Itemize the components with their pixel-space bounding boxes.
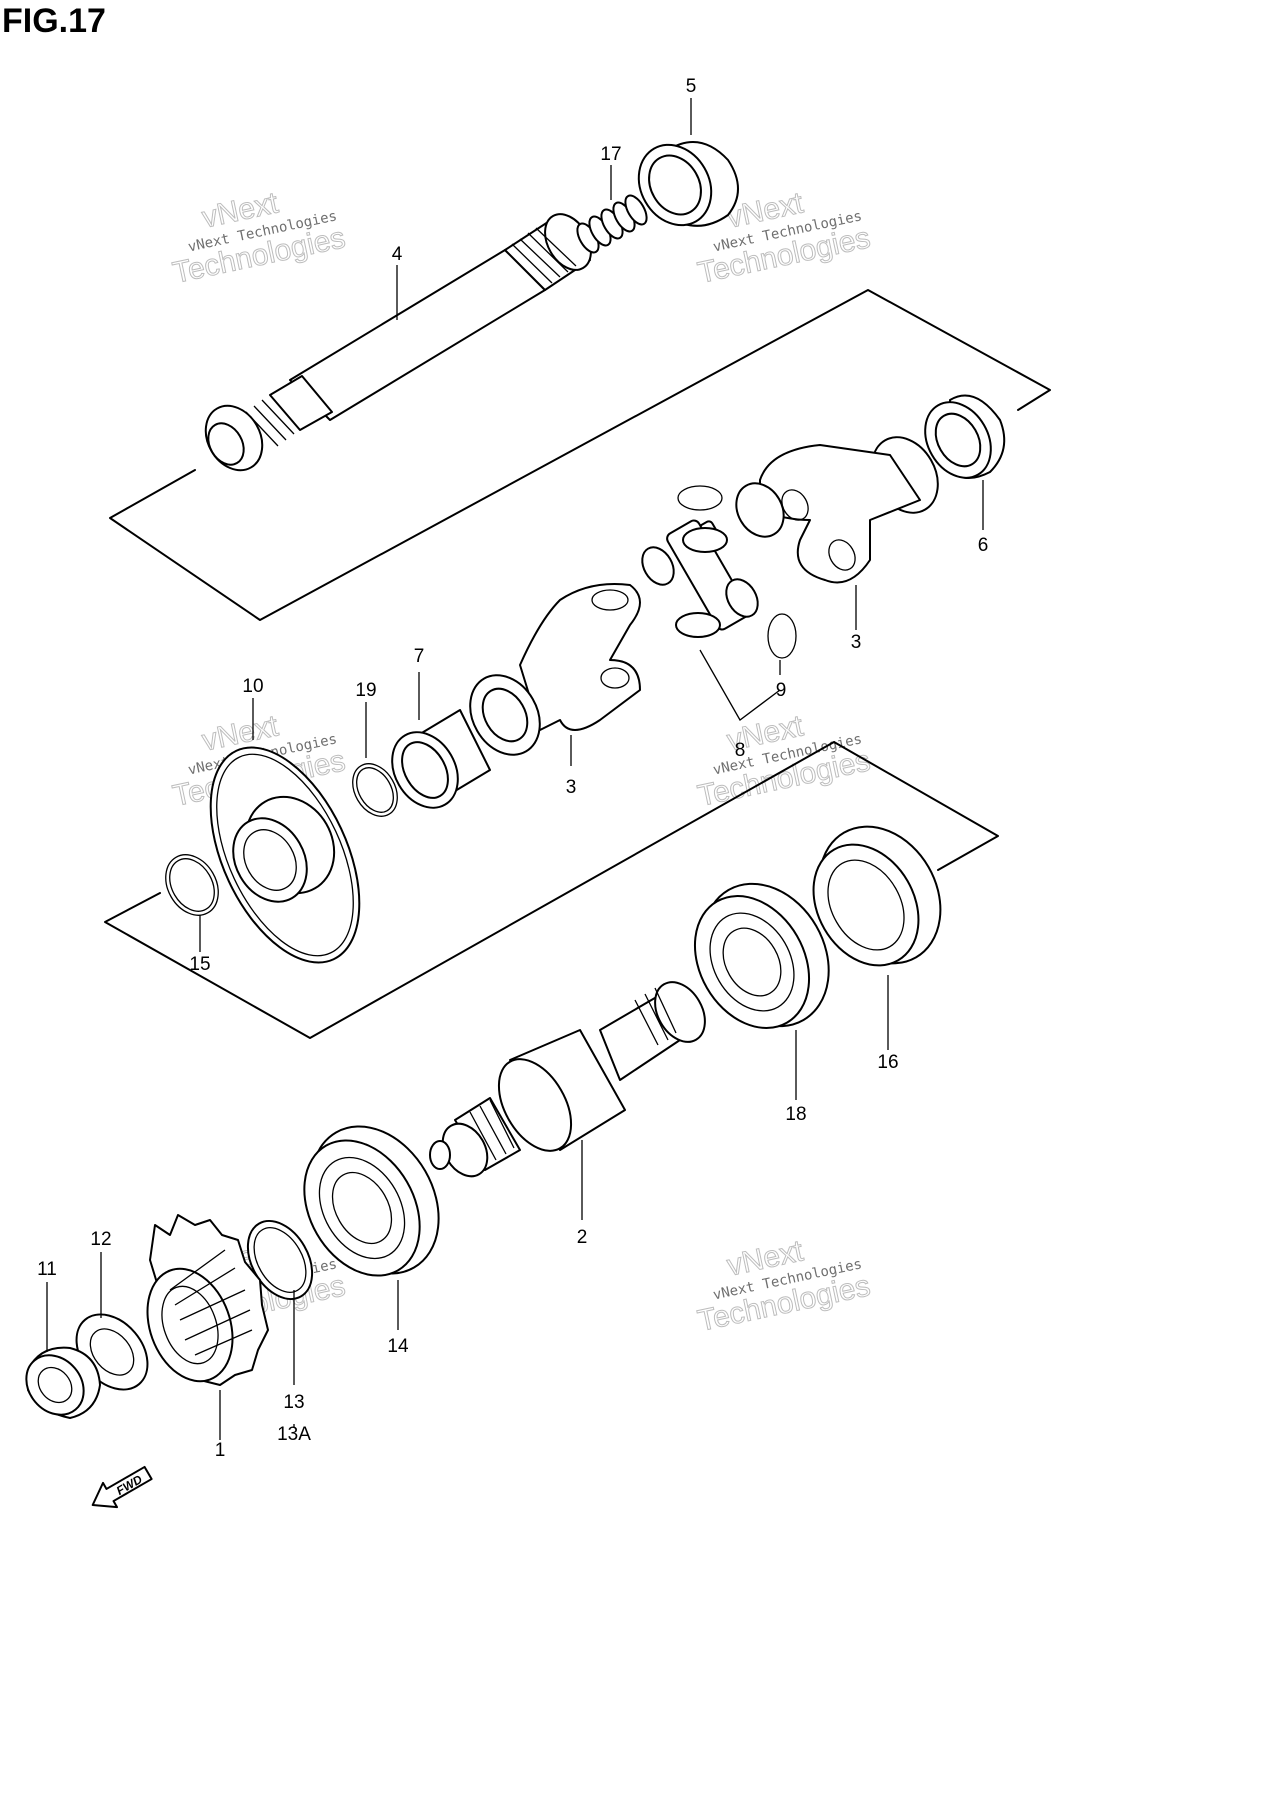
callout-13a: 13A bbox=[277, 1424, 311, 1445]
callout-8: 8 bbox=[735, 740, 746, 761]
part-9-circlip bbox=[677, 485, 797, 659]
part-7-sleeve bbox=[391, 709, 491, 809]
callout-10: 10 bbox=[242, 676, 263, 697]
part-3-yoke-lower bbox=[469, 583, 641, 756]
part-4-drive-shaft bbox=[204, 213, 592, 472]
callout-5: 5 bbox=[686, 76, 697, 97]
callout-15: 15 bbox=[189, 954, 210, 975]
callout-1: 1 bbox=[215, 1440, 226, 1461]
part-14-bearing bbox=[303, 1125, 440, 1277]
callout-17: 17 bbox=[600, 144, 621, 165]
watermark-6: vNext vNext Technologies Technologies bbox=[695, 1234, 874, 1339]
part-5-seal bbox=[637, 141, 739, 227]
part-8-universal-joint bbox=[641, 519, 759, 638]
callout-19: 19 bbox=[355, 680, 376, 701]
callout-12: 12 bbox=[90, 1229, 111, 1250]
upper-group-frame bbox=[109, 289, 1051, 621]
part-11-nut bbox=[25, 1346, 101, 1419]
callout-3-upper: 3 bbox=[851, 632, 862, 653]
part-2-shaft bbox=[429, 981, 706, 1178]
callout-7: 7 bbox=[414, 646, 425, 667]
callout-9: 9 bbox=[776, 680, 787, 701]
part-1-bevel-gear bbox=[146, 1214, 269, 1386]
watermark-1: vNext vNext Technologies Technologies bbox=[170, 186, 349, 291]
part-18-bearing bbox=[693, 882, 830, 1029]
lower-group-frame bbox=[104, 741, 999, 1039]
callout-14: 14 bbox=[387, 1336, 409, 1357]
part-10-housing-flange bbox=[209, 746, 361, 964]
part-19-snap-ring bbox=[352, 763, 398, 817]
callout-13: 13 bbox=[283, 1392, 304, 1413]
part-6-seal bbox=[924, 394, 1006, 479]
part-3-yoke-upper bbox=[735, 436, 939, 584]
callout-16: 16 bbox=[877, 1052, 898, 1073]
part-15-o-ring bbox=[165, 854, 219, 916]
part-16-seal bbox=[812, 825, 942, 967]
leader-lines bbox=[46, 98, 984, 1440]
callout-4: 4 bbox=[392, 244, 403, 265]
callout-11: 11 bbox=[37, 1259, 57, 1280]
callout-2: 2 bbox=[577, 1227, 588, 1248]
figure-title: FIG.17 bbox=[2, 2, 106, 40]
fwd-arrow-icon: FWD bbox=[91, 1465, 153, 1509]
callout-18: 18 bbox=[785, 1104, 806, 1125]
watermark-2: vNext vNext Technologies Technologies bbox=[695, 186, 874, 291]
callout-6: 6 bbox=[978, 535, 989, 556]
watermark-4: vNext vNext Technologies Technologies bbox=[695, 709, 874, 814]
callout-3-lower: 3 bbox=[566, 777, 577, 798]
part-17-spring bbox=[576, 194, 648, 254]
